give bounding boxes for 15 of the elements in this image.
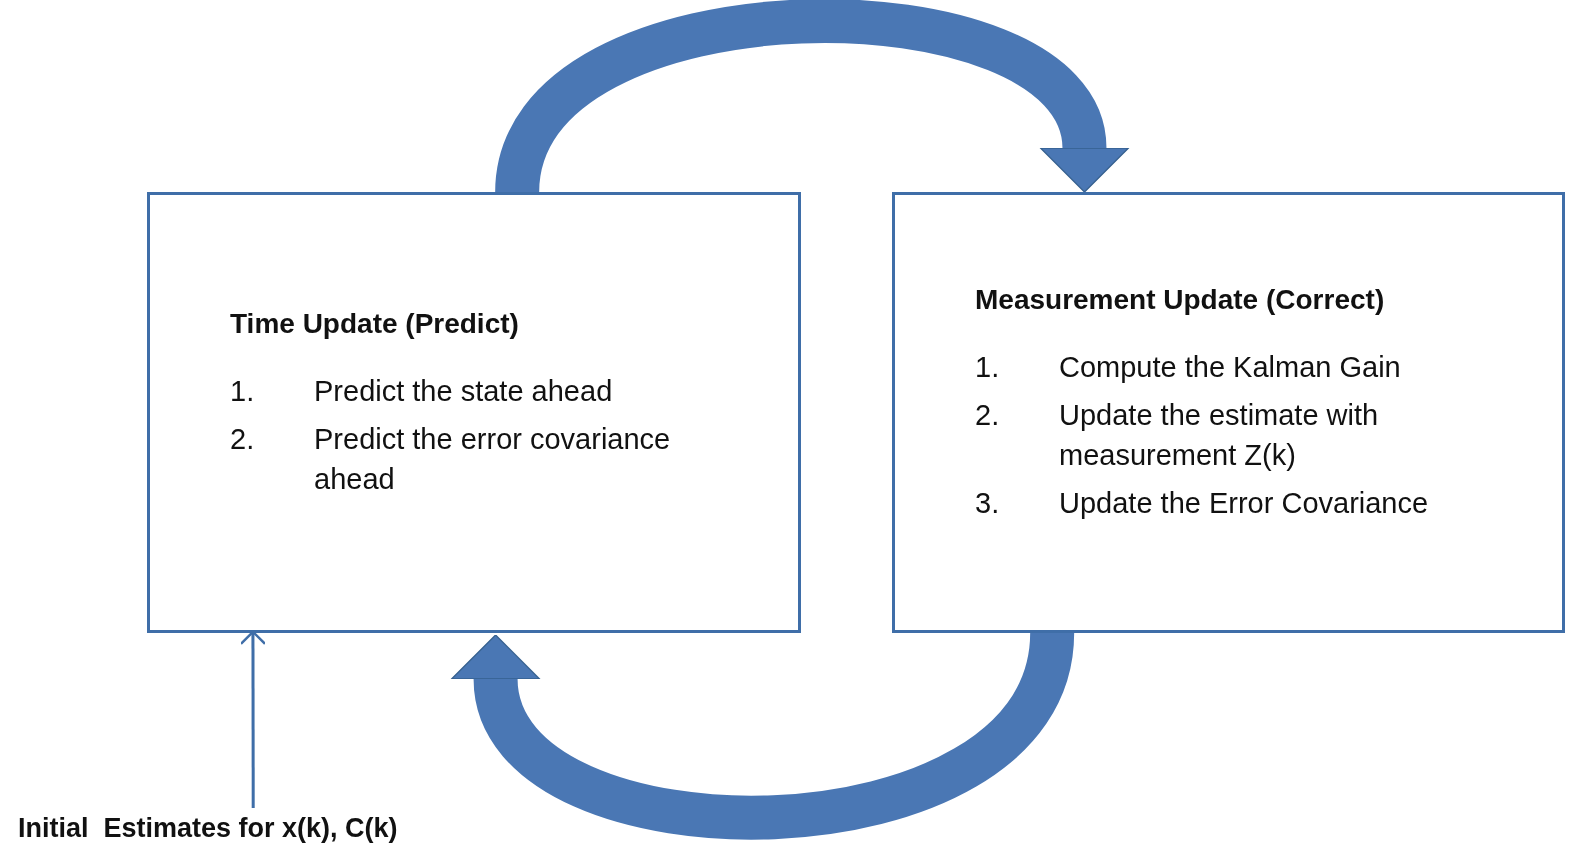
list-number: 2. bbox=[975, 398, 1001, 433]
list-number: 1. bbox=[975, 350, 1001, 385]
list-item: Compute the Kalman Gain bbox=[1059, 350, 1402, 385]
list-item: Predict the error covariance ahead bbox=[314, 422, 672, 497]
process-box bbox=[892, 192, 1565, 633]
caption-text: Initial Estimates for x(k), C(k) bbox=[18, 808, 398, 849]
list-number: 1. bbox=[230, 374, 256, 409]
box-heading: Time Update (Predict) bbox=[230, 307, 519, 341]
list-item: Update the Error Covariance bbox=[1059, 486, 1430, 521]
list-number: 3. bbox=[975, 486, 1001, 521]
list-item: Predict the state ahead bbox=[314, 374, 614, 409]
list-item: Update the estimate with measurement Z(k) bbox=[1059, 398, 1380, 473]
process-box bbox=[147, 192, 801, 633]
list-number: 2. bbox=[230, 422, 256, 457]
box-heading: Measurement Update (Correct) bbox=[975, 283, 1385, 317]
